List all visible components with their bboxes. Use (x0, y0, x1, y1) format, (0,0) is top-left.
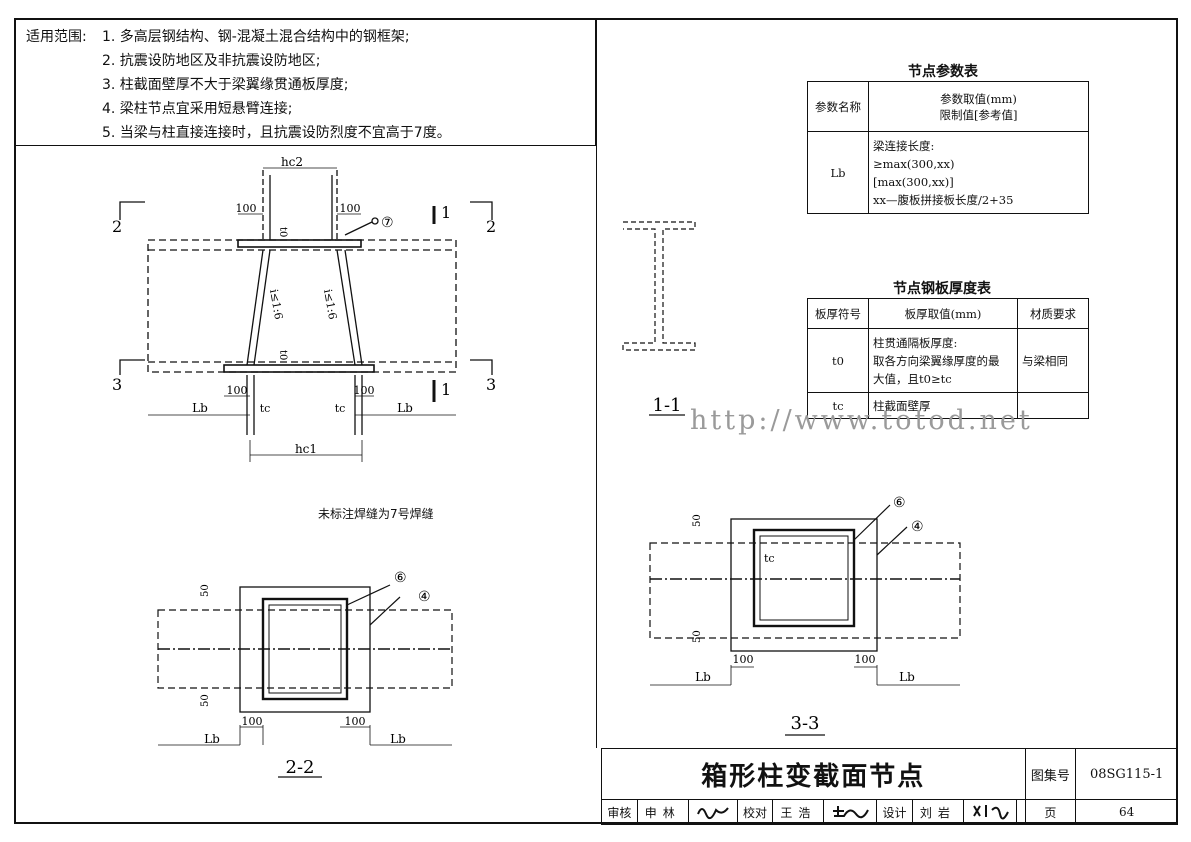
plate-row-value: 柱贯通隔板厚度: 取各方向梁翼缘厚度的最 大值，且t0≥tc (868, 328, 1018, 393)
lb-left: Lb (192, 401, 208, 415)
param-header-value-line: 参数取值(mm) (940, 91, 1017, 106)
slope-label-right: i≤1:6 (321, 288, 339, 320)
scope-item: 2. 抗震设防地区及非抗震设防地区; (102, 53, 321, 69)
check-label: 校对 (736, 799, 774, 825)
t0-label: t0 (277, 350, 288, 360)
dim-100-right: 100 (345, 715, 366, 728)
dim-50: 50 (200, 694, 211, 707)
signature-mark (833, 805, 870, 818)
tc-label: tc (764, 552, 775, 565)
plate-row-symbol: t0 (807, 328, 869, 393)
designer-name: 刘岩 (911, 799, 964, 825)
reviewer-signature (687, 799, 738, 825)
dim-50: 50 (692, 630, 703, 643)
plate-row-material: 与梁相同 (1017, 328, 1089, 393)
section-mark-3: 3 (486, 375, 496, 394)
param-row-line: xx—腹板拼接板长度/2+35 (873, 192, 1014, 207)
param-row-value: 梁连接长度: ≥max(300,xx) [max(300,xx)] xx—腹板拼… (868, 131, 1089, 214)
param-header-name: 参数名称 (807, 81, 869, 132)
plate-row-line: 柱贯通隔板厚度: (873, 335, 958, 350)
param-row-name: Lb (807, 131, 869, 214)
section-1-1: 1-1 (622, 221, 696, 416)
plate-row-material (1017, 392, 1089, 419)
dim-100-left: 100 (733, 653, 754, 666)
watermark: http://www.totod.net (690, 405, 1033, 436)
param-table-title: 节点参数表 (908, 64, 978, 80)
drawing-title: 箱形柱变截面节点 (601, 748, 1026, 800)
param-row-line: [max(300,xx)] (873, 174, 954, 189)
section-3-3: 50 50 100 100 Lb Lb tc ⑥ ④ 3-3 (649, 495, 961, 736)
section-mark-3: 3 (112, 375, 122, 394)
dim-100-bottom-left: 100 (227, 384, 248, 397)
lb-right: Lb (899, 670, 915, 684)
plate-header-value: 板厚取值(mm) (868, 298, 1018, 329)
plate-row-line: 取各方向梁翼缘厚度的最 (873, 353, 1000, 368)
scope-notes: 适用范围: 1. 多高层钢结构、钢-混凝土混合结构中的钢框架; 2. 抗震设防地… (14, 18, 596, 146)
weld-4-symbol: ④ (911, 519, 924, 535)
review-label: 审核 (601, 799, 638, 825)
slope-label-left: i≤1:6 (267, 288, 285, 320)
hc1-label: hc1 (295, 442, 317, 456)
page-label: 页 (1024, 799, 1077, 825)
lb-left: Lb (695, 670, 711, 684)
dim-100-left: 100 (242, 715, 263, 728)
dim-100-top-right: 100 (340, 202, 361, 215)
signature-mark (972, 804, 1009, 819)
param-header-value: 参数取值(mm) 限制值[参考值] (868, 81, 1089, 132)
section-3-3-label: 3-3 (791, 713, 820, 734)
checker-signature (823, 799, 878, 825)
weld-6-symbol: ⑥ (394, 570, 407, 586)
spacer (1015, 799, 1026, 825)
section-2-2-label: 2-2 (286, 757, 315, 778)
lb-right: Lb (390, 732, 406, 746)
section-mark-2: 2 (486, 217, 496, 236)
scope-item: 1. 多高层钢结构、钢-混凝土混合结构中的钢框架; (102, 29, 410, 45)
panel-divider (596, 18, 597, 748)
atlas-number: 08SG115-1 (1075, 748, 1178, 800)
scope-item: 3. 柱截面壁厚不大于梁翼缘贯通板厚度; (102, 77, 349, 93)
weld-7-symbol: ⑦ (381, 215, 394, 231)
lb-right: Lb (397, 401, 413, 415)
tc-right: tc (335, 402, 346, 415)
param-row-line: 梁连接长度: (873, 138, 935, 153)
scope-item: 5. 当梁与柱直接连接时，且抗震设防烈度不宜高于7度。 (102, 125, 451, 141)
tc-left: tc (260, 402, 271, 415)
scope-label: 适用范围: (26, 29, 87, 45)
plate-header-symbol: 板厚符号 (807, 298, 869, 329)
lb-left: Lb (204, 732, 220, 746)
section-2-2: 50 50 100 100 Lb Lb ⑥ ④ 2-2 (157, 570, 453, 778)
plate-row-line: 大值，且t0≥tc (873, 371, 952, 386)
signature-mark (696, 806, 729, 819)
plate-table-title: 节点钢板厚度表 (893, 281, 991, 297)
plate-table: 板厚符号 板厚取值(mm) 材质要求 t0 柱贯通隔板厚度: 取各方向梁翼缘厚度… (807, 298, 1089, 419)
section-mark-2: 2 (112, 217, 122, 236)
reviewer-name: 申林 (636, 799, 689, 825)
param-header-limit-line: 限制值[参考值] (939, 107, 1018, 122)
checker-name: 王浩 (772, 799, 825, 825)
section-mark-1: 1 (441, 203, 451, 222)
hc2-label: hc2 (281, 155, 303, 169)
param-table: 参数名称 参数取值(mm) 限制值[参考值] Lb 梁连接长度: ≥max(30… (807, 81, 1089, 214)
dim-100-top-left: 100 (236, 202, 257, 215)
scope-item: 4. 梁柱节点宜采用短悬臂连接; (102, 101, 293, 117)
elevation-view: hc2 100 100 t0 t0 i≤1:6 i≤1:6 100 100 Lb… (112, 155, 496, 462)
plate-header-material: 材质要求 (1017, 298, 1089, 329)
design-label: 设计 (876, 799, 913, 825)
title-block: 箱形柱变截面节点 图集号 08SG115-1 审核 申林 校对 王浩 设计 刘岩… (601, 748, 1178, 825)
t0-label: t0 (277, 227, 288, 237)
section-mark-1: 1 (441, 380, 451, 399)
param-row-line: ≥max(300,xx) (873, 156, 955, 171)
weld-note: 未标注焊缝为7号焊缝 (318, 507, 434, 521)
weld-4-symbol: ④ (418, 589, 431, 605)
plate-row-value: 柱截面壁厚 (868, 392, 1018, 419)
dim-50: 50 (200, 584, 211, 597)
page-number: 64 (1075, 799, 1178, 825)
dim-100-right: 100 (855, 653, 876, 666)
designer-signature (962, 799, 1017, 825)
section-1-1-label: 1-1 (653, 395, 682, 416)
weld-6-symbol: ⑥ (893, 495, 906, 511)
dim-50: 50 (692, 514, 703, 527)
dim-100-bottom-right: 100 (354, 384, 375, 397)
atlas-label: 图集号 (1024, 748, 1077, 800)
